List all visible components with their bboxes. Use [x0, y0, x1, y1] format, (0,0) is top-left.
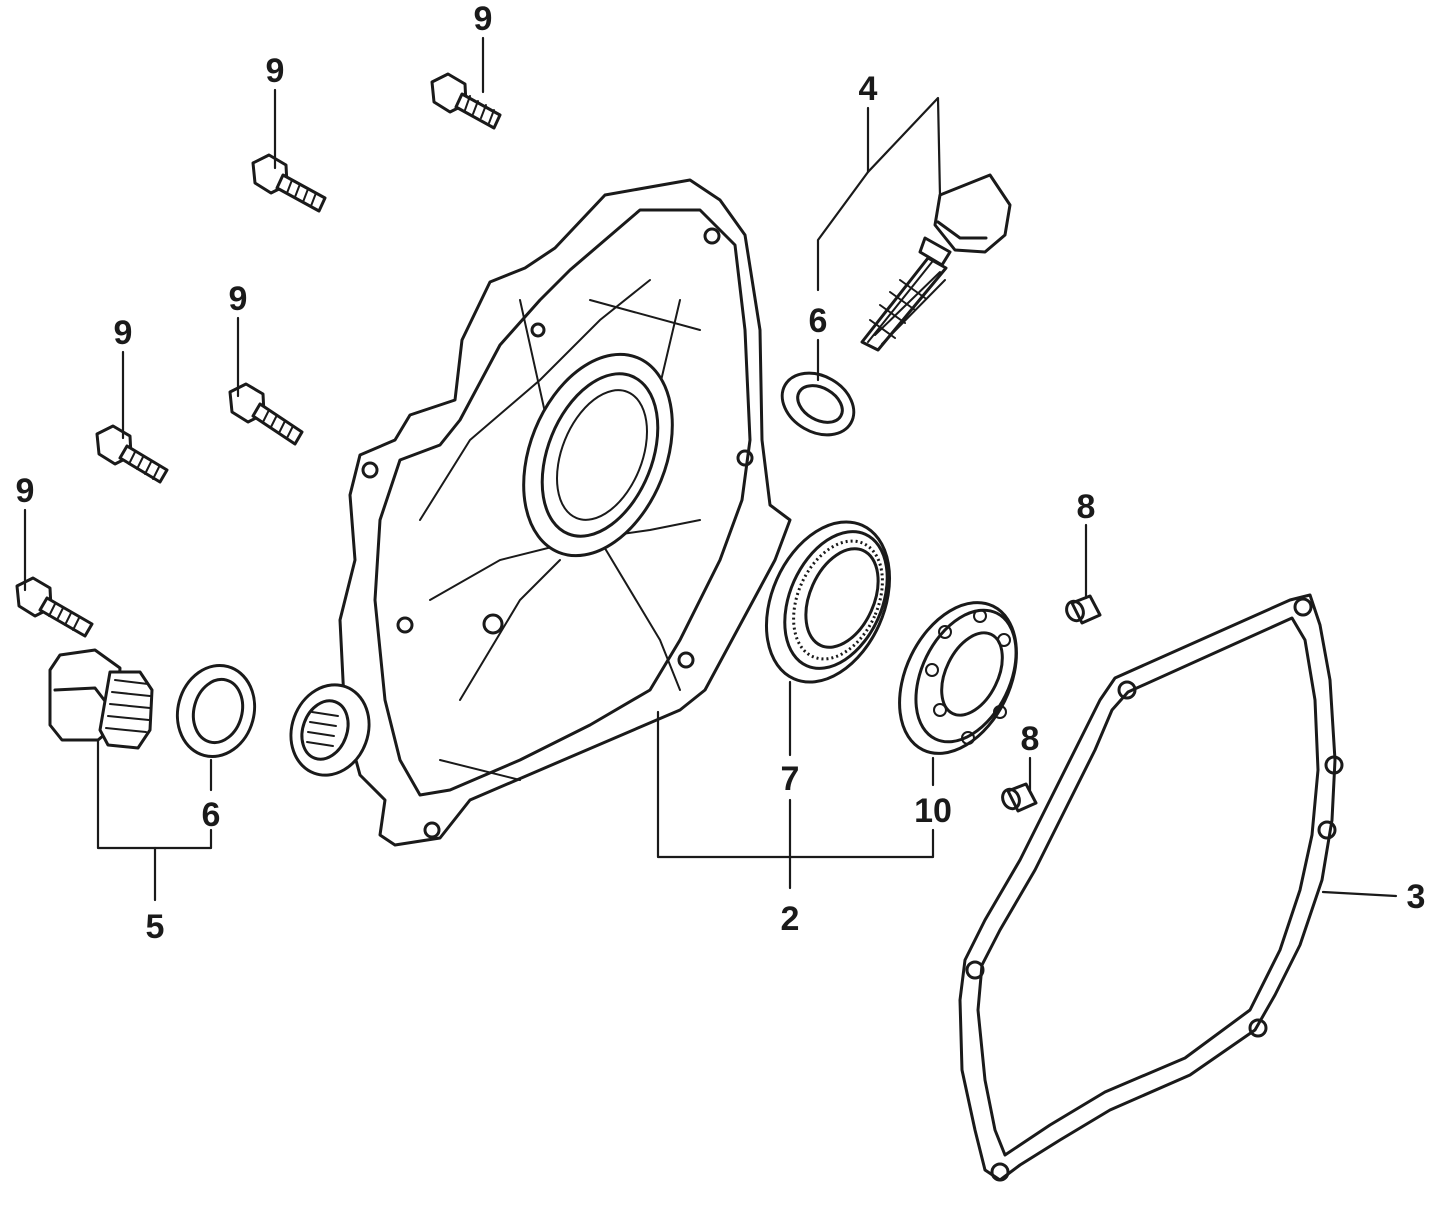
callout-9-e: 9	[16, 472, 35, 510]
callout-9-d: 9	[114, 314, 133, 352]
ball-bearing-10[interactable]	[876, 583, 1040, 772]
gasket-3[interactable]	[958, 593, 1344, 1182]
callout-6-drain: 6	[202, 796, 221, 834]
callout-4: 4	[859, 70, 878, 108]
callout-9-b: 9	[266, 52, 285, 90]
callout-3: 3	[1407, 878, 1426, 916]
flange-bolt-e[interactable]	[15, 576, 94, 638]
leader-lines	[23, 36, 1398, 902]
callout-10: 10	[914, 792, 952, 830]
oil-filler-cap-dipstick[interactable]	[860, 173, 1012, 352]
callout-8-top: 8	[1077, 488, 1096, 526]
callout-9-c: 9	[229, 280, 248, 318]
flange-bolt-c[interactable]	[228, 382, 304, 446]
callout-2: 2	[781, 900, 800, 938]
flange-bolt-a[interactable]	[430, 72, 502, 130]
drain-plug[interactable]	[48, 648, 154, 750]
oil-seal-7[interactable]	[743, 502, 914, 701]
flange-bolt-d[interactable]	[95, 424, 169, 484]
o-ring-6-upper[interactable]	[771, 361, 865, 447]
dowel-pin-bottom[interactable]	[1000, 782, 1038, 813]
callout-8-bottom: 8	[1021, 720, 1040, 758]
callout-5: 5	[146, 908, 165, 946]
callout-7: 7	[781, 760, 800, 798]
callout-6-oil-seal: 6	[809, 302, 828, 340]
callout-numbers: 9 9 9 9 9 4 6 8 8 7 10 2 3 6 5	[16, 0, 1426, 946]
flange-bolt-b[interactable]	[251, 153, 327, 213]
dowel-pin-top[interactable]	[1064, 594, 1102, 625]
crankcase-cover[interactable]	[279, 178, 792, 847]
sealing-washer-6-lower[interactable]	[167, 657, 264, 766]
callout-9-a: 9	[474, 0, 493, 38]
